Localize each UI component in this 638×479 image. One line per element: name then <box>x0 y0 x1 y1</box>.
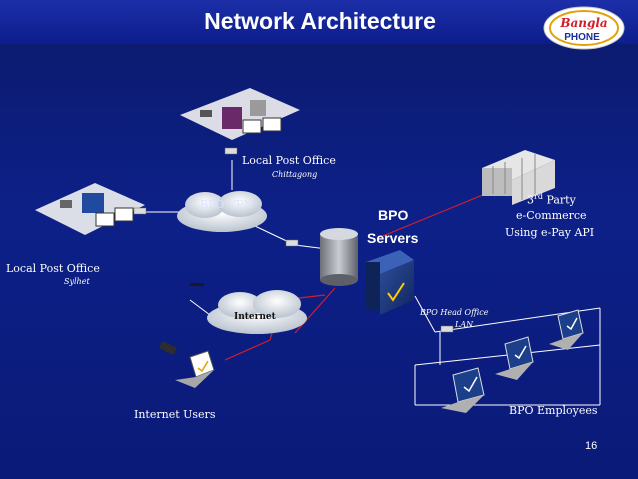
laptop-icon <box>95 212 115 227</box>
sylhet-office-subtitle: Sylhet <box>64 277 90 286</box>
head-office-label-line1: BPO Head Office <box>420 308 489 317</box>
third-party-label-line2: e-Commerce <box>516 209 587 222</box>
user-laptop-icon <box>175 350 215 388</box>
title-bar <box>0 0 638 44</box>
server-rack-icon <box>482 150 555 205</box>
laptop-icon <box>242 119 262 134</box>
bpo-server-icon <box>366 250 414 315</box>
logo-line2: PHONE <box>564 32 600 43</box>
bpo-employees-label: BPO Employees <box>509 404 598 417</box>
router-icon <box>133 207 147 215</box>
head-office-label-line2: LAN <box>455 320 474 329</box>
chittagong-office-title: Local Post Office <box>242 154 336 167</box>
laptop-icon <box>114 207 134 222</box>
bpo-servers-label-line2: Servers <box>367 230 419 246</box>
internet-label: Internet <box>234 312 276 322</box>
page-number: 16 <box>585 440 598 452</box>
bpo-vpn-cloud <box>177 191 267 232</box>
router-icon <box>440 325 454 333</box>
sylhet-office-title: Local Post Office <box>6 262 100 275</box>
server-tower-icon <box>222 107 242 129</box>
chittagong-office-cluster <box>180 88 300 155</box>
third-party-label-line1: 3rd Party <box>527 192 576 207</box>
employee-laptop-icon <box>495 336 534 380</box>
server-tower-icon <box>82 193 104 213</box>
third-party-label-line3: Using e-Pay API <box>505 226 595 239</box>
mobile-phone-icon <box>159 340 177 356</box>
third-party-party: Party <box>542 193 576 207</box>
bpo-servers-label-line1: BPO <box>378 207 409 223</box>
laptop-icon <box>262 117 282 132</box>
logo-line1: Bangla <box>559 16 607 30</box>
database-icon <box>320 228 358 286</box>
sylhet-office-cluster <box>35 183 147 235</box>
logo-suffix: LTD <box>618 38 625 43</box>
bpo-vpn-label: BPO VPN <box>200 198 253 211</box>
chittagong-office-subtitle: Chittagong <box>272 170 318 179</box>
employee-laptop-icon <box>549 309 584 350</box>
internet-cloud <box>207 290 307 334</box>
router-icon <box>285 239 299 247</box>
bangla-phone-logo: Bangla PHONE LTD <box>543 6 626 50</box>
switch-icon <box>190 283 204 286</box>
third-party-ordinal: 3 <box>527 193 534 207</box>
slide-title: Network Architecture <box>204 8 436 34</box>
router-icon <box>224 147 238 155</box>
internet-users-label: Internet Users <box>134 408 216 421</box>
third-party-ordinal-suffix: rd <box>534 192 543 201</box>
employee-laptop-icon <box>441 367 485 413</box>
